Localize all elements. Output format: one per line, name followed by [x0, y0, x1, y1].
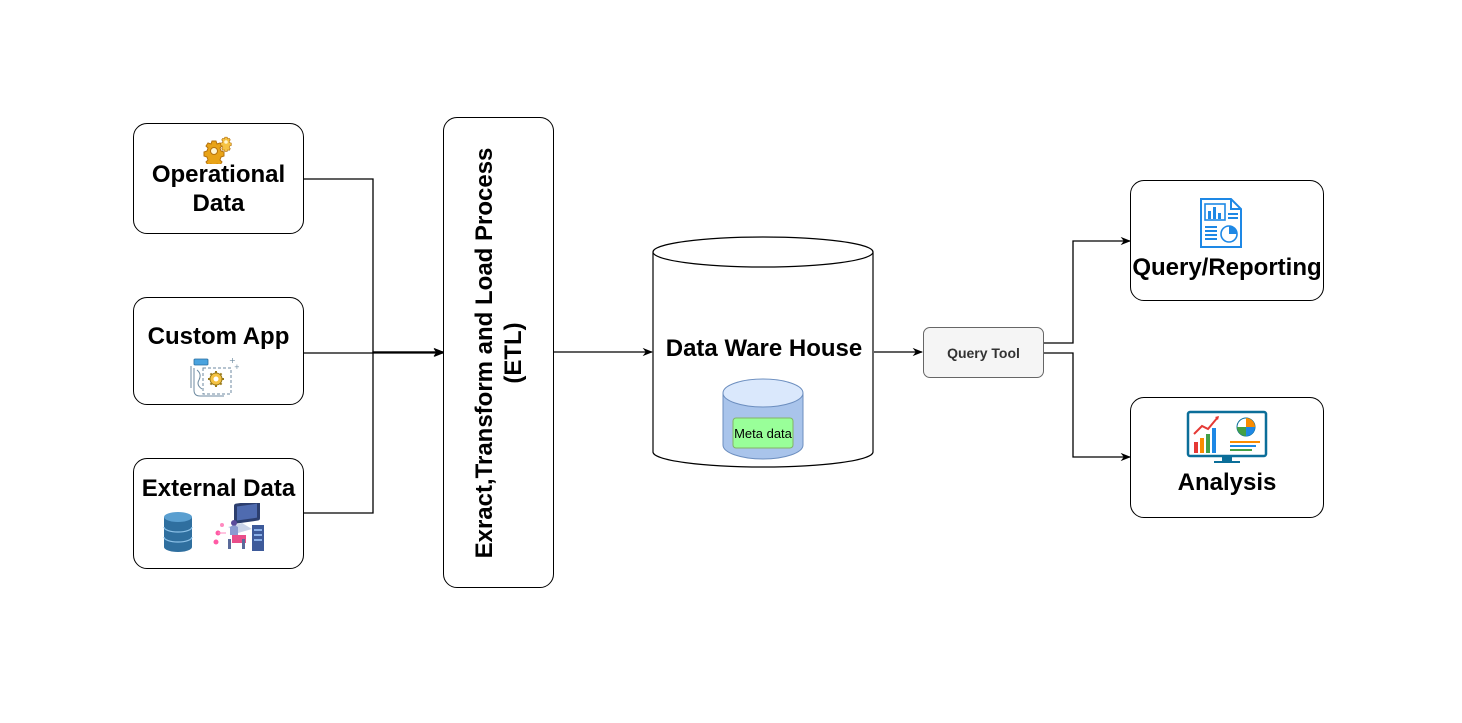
operational-data-node: Operational Data	[133, 123, 304, 234]
etl-node: Exract,Transform and Load Process (ETL)	[443, 117, 554, 588]
data-warehouse-label: Data Ware House	[665, 335, 863, 362]
analysis-label: Analysis	[1177, 469, 1277, 496]
external-data-node: External Data	[133, 458, 304, 569]
connector-operational-to-etl	[303, 178, 445, 357]
connector-query-tool-to-reporting	[1044, 236, 1132, 344]
custom-app-label: Custom App	[147, 323, 290, 350]
app-settings-icon: + +	[189, 356, 240, 400]
query-reporting-node: Query/Reporting	[1130, 180, 1324, 301]
query-reporting-label: Query/Reporting	[1132, 254, 1322, 281]
data-warehouse-node: Data Ware House Meta data	[652, 236, 876, 470]
svg-text:+: +	[234, 363, 239, 371]
meta-data-label: Meta data	[734, 425, 792, 441]
gear-icon	[202, 134, 234, 168]
analytics-dashboard-icon	[1186, 410, 1270, 464]
database-icon	[162, 510, 194, 554]
developer-workstation-icon	[212, 500, 268, 553]
analysis-node: Analysis	[1130, 397, 1324, 518]
data-warehouse-cylinder	[652, 236, 874, 468]
report-document-icon	[1199, 197, 1243, 249]
svg-text:+: +	[229, 356, 236, 365]
meta-data-cylinder	[722, 378, 804, 460]
query-tool-node: Query Tool	[923, 327, 1044, 378]
connector-external-to-etl	[303, 347, 445, 514]
operational-data-label: Operational Data	[151, 161, 286, 217]
custom-app-node: Custom App + +	[133, 297, 304, 405]
etl-label: Exract,Transform and Load Process (ETL)	[471, 147, 527, 559]
connector-query-tool-to-analysis	[1044, 352, 1132, 462]
external-data-label: External Data	[141, 475, 296, 502]
